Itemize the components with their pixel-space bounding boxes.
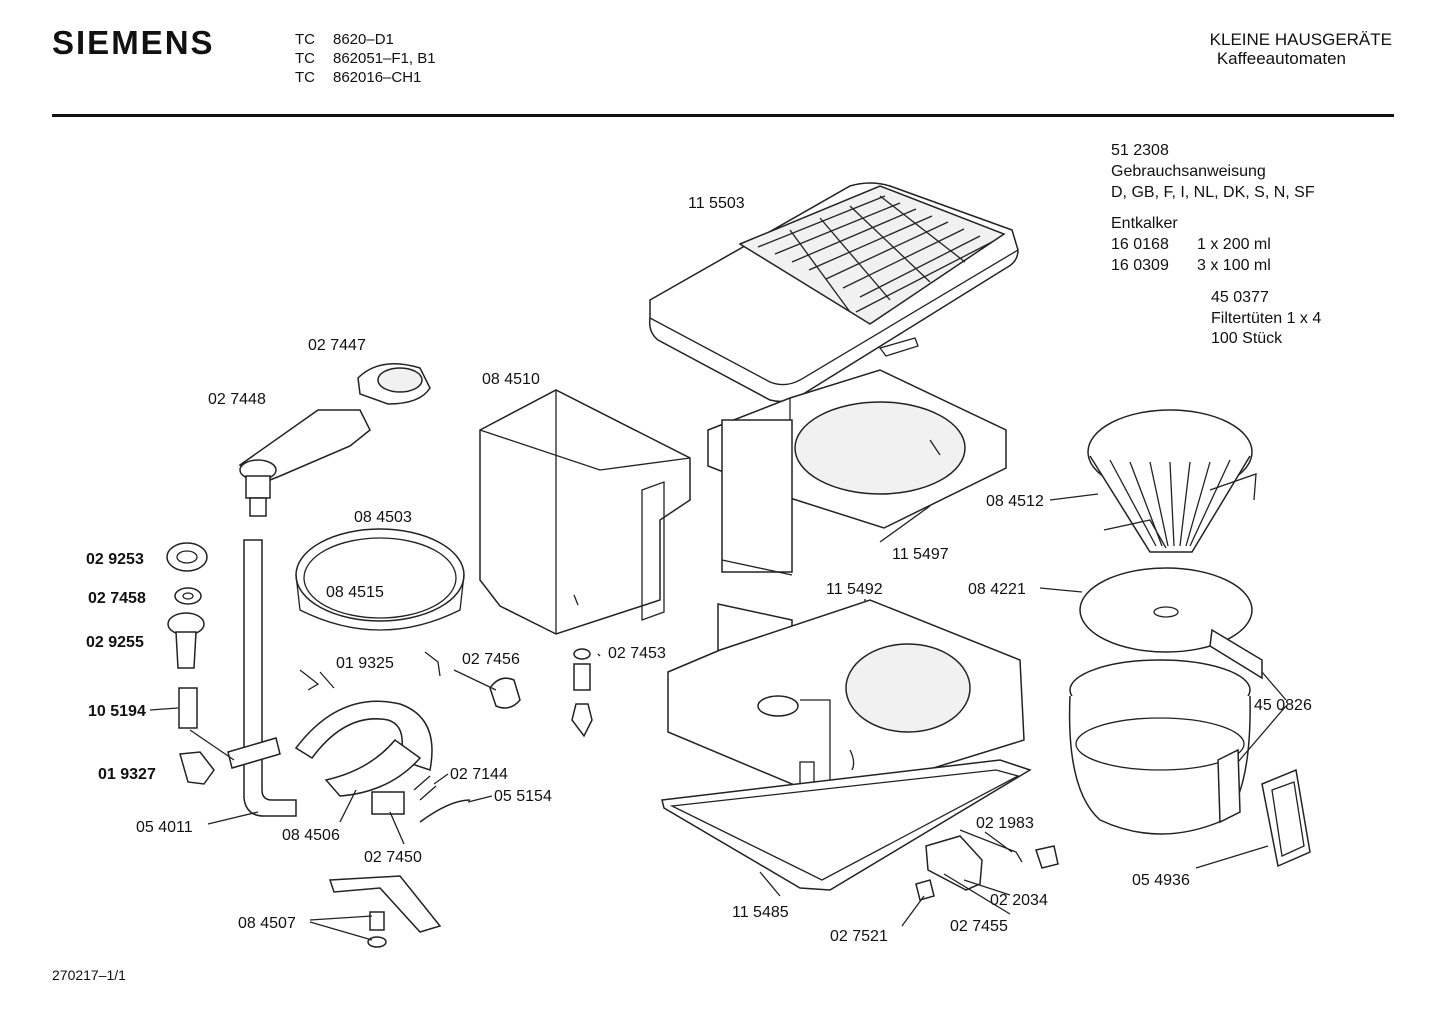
model-row: TC 8620–D1 [295, 30, 436, 49]
part-label: 08 4515 [326, 584, 384, 601]
part-label: 11 5497 [892, 546, 949, 563]
part-label: 02 7521 [830, 928, 888, 945]
model-prefix: TC [295, 50, 315, 67]
model-row: TC 862051–F1, B1 [295, 49, 436, 68]
water-tank-part [479, 389, 691, 635]
part-label: 02 7450 [364, 849, 422, 866]
part-label: 02 7144 [450, 766, 508, 783]
category-block: KLEINE HAUSGERÄTE Kaffeeautomaten [1210, 30, 1392, 68]
part-label: 02 9255 [86, 634, 144, 651]
part-label: 08 4507 [238, 915, 296, 932]
manual-languages: D, GB, F, I, NL, DK, S, N, SF [1111, 184, 1315, 201]
model-row: TC 862016–CH1 [295, 68, 436, 87]
part-label: 02 7455 [950, 918, 1008, 935]
descaler-qty: 1 x 200 ml [1197, 236, 1271, 253]
part-label: 02 9253 [86, 551, 144, 568]
part-label: 05 4936 [1132, 872, 1190, 889]
part-label: 05 4011 [136, 819, 193, 836]
part-label: 08 4510 [482, 371, 540, 388]
switch-parts [328, 648, 593, 948]
manual-number: 51 2308 [1111, 142, 1169, 159]
descaler-number: 16 0309 [1111, 257, 1169, 274]
seal-ring-part [295, 528, 465, 677]
filter-cone-part [1087, 409, 1257, 553]
manual-label: Gebrauchsanweisung [1111, 163, 1266, 180]
carafe-lid-part [1079, 567, 1263, 680]
lid-part [648, 182, 1019, 403]
base-housing-part [667, 419, 1025, 801]
part-label: 02 7448 [208, 391, 266, 408]
leader-lines [149, 493, 1287, 941]
model-prefix: TC [295, 31, 315, 48]
part-label: 02 7447 [308, 337, 366, 354]
riser-tube-part [227, 539, 297, 817]
model-number: 862051–F1, B1 [333, 50, 436, 67]
model-prefix: TC [295, 69, 315, 86]
descaler-item: 16 0309 3 x 100 ml [1111, 255, 1315, 276]
header-divider [52, 114, 1394, 117]
part-label: 10 5194 [88, 703, 146, 720]
part-label: 05 5154 [494, 788, 552, 805]
filter-number: 45 0377 [1211, 289, 1269, 306]
model-number: 8620–D1 [333, 31, 394, 48]
part-label: 11 5503 [688, 195, 745, 212]
category-subtitle: Kaffeeautomaten [1216, 49, 1346, 68]
heating-element-part [294, 669, 433, 797]
part-label: 02 1983 [976, 815, 1034, 832]
part-label: 08 4506 [282, 827, 340, 844]
part-label: 02 2034 [990, 892, 1048, 909]
part-label: 02 7456 [462, 651, 520, 668]
part-label: 45 0826 [1254, 697, 1312, 714]
accessory-info: 51 2308 Gebrauchsanweisung D, GB, F, I, … [1111, 140, 1315, 276]
filter-qty: 100 Stück [1211, 330, 1283, 347]
part-label: 02 7458 [88, 590, 146, 607]
descaler-item: 16 0168 1 x 200 ml [1111, 234, 1315, 255]
model-number: 862016–CH1 [333, 69, 422, 86]
descaler-qty: 3 x 100 ml [1197, 257, 1271, 274]
base-plate-part [661, 759, 1032, 891]
part-label: 02 7453 [608, 645, 666, 662]
main-switch-parts [915, 829, 1059, 901]
part-label: 08 4221 [968, 581, 1026, 598]
carafe-handle-part [1261, 768, 1311, 868]
brand-logo: SIEMENS [52, 24, 215, 61]
outlet-spout-part [238, 363, 431, 517]
descaler-number: 16 0168 [1111, 236, 1169, 253]
category-title: KLEINE HAUSGERÄTE [1209, 30, 1392, 49]
descaler-label: Entkalker [1111, 215, 1178, 232]
part-label: 01 9325 [336, 655, 394, 672]
drawing-number: 270217–1/1 [52, 967, 126, 983]
part-label: 11 5485 [732, 904, 789, 921]
filter-info: 45 0377 Filtertüten 1 x 4 100 Stück [1211, 288, 1321, 350]
part-label: 11 5492 [826, 581, 883, 598]
model-list: TC 8620–D1 TC 862051–F1, B1 TC 862016–CH1 [295, 30, 436, 87]
part-label: 08 4512 [986, 493, 1044, 510]
valve-parts [166, 542, 215, 785]
part-label: 08 4503 [354, 509, 412, 526]
carafe-part [1068, 659, 1251, 835]
filter-label: Filtertüten 1 x 4 [1211, 309, 1322, 327]
part-label: 01 9327 [98, 766, 156, 783]
